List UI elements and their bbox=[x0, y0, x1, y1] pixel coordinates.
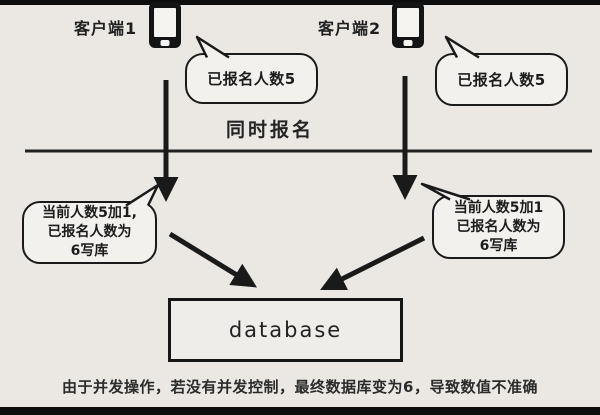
phone-home-button bbox=[403, 39, 413, 46]
client1-result-bubble: 当前人数5加1, 已报名人数为 6写库 bbox=[22, 201, 157, 264]
client2-speech-bubble: 已报名人数5 bbox=[435, 53, 568, 106]
phone-screen bbox=[397, 8, 419, 37]
client2-write-arrow bbox=[320, 235, 426, 290]
smartphone-icon bbox=[392, 2, 424, 48]
client2-result-bubble: 当前人数5加1 已报名人数为 6写库 bbox=[432, 195, 565, 259]
client2-bubble-tail bbox=[444, 35, 480, 59]
client1-bubble-tail bbox=[195, 35, 230, 59]
database-label: database bbox=[228, 318, 343, 342]
client2-result-bubble-tail bbox=[420, 182, 471, 201]
top-border-bar bbox=[0, 0, 600, 5]
client1-write-arrow bbox=[168, 231, 258, 288]
footer-note: 由于并发操作，若没有并发控制，最终数据库变为6，导致数值不准确 bbox=[62, 378, 538, 396]
client1-speech-bubble: 已报名人数5 bbox=[185, 53, 318, 104]
client1-result-bubble-tail bbox=[125, 183, 160, 207]
phone-home-button bbox=[160, 39, 170, 46]
database-box: database bbox=[168, 298, 403, 362]
simultaneous-register-label: 同时报名 bbox=[226, 119, 315, 141]
client1-label: 客户端1 bbox=[74, 19, 138, 38]
phone-screen bbox=[154, 8, 176, 37]
client2-label: 客户端2 bbox=[318, 19, 382, 38]
bottom-border-bar bbox=[0, 407, 600, 415]
smartphone-icon bbox=[149, 2, 181, 48]
